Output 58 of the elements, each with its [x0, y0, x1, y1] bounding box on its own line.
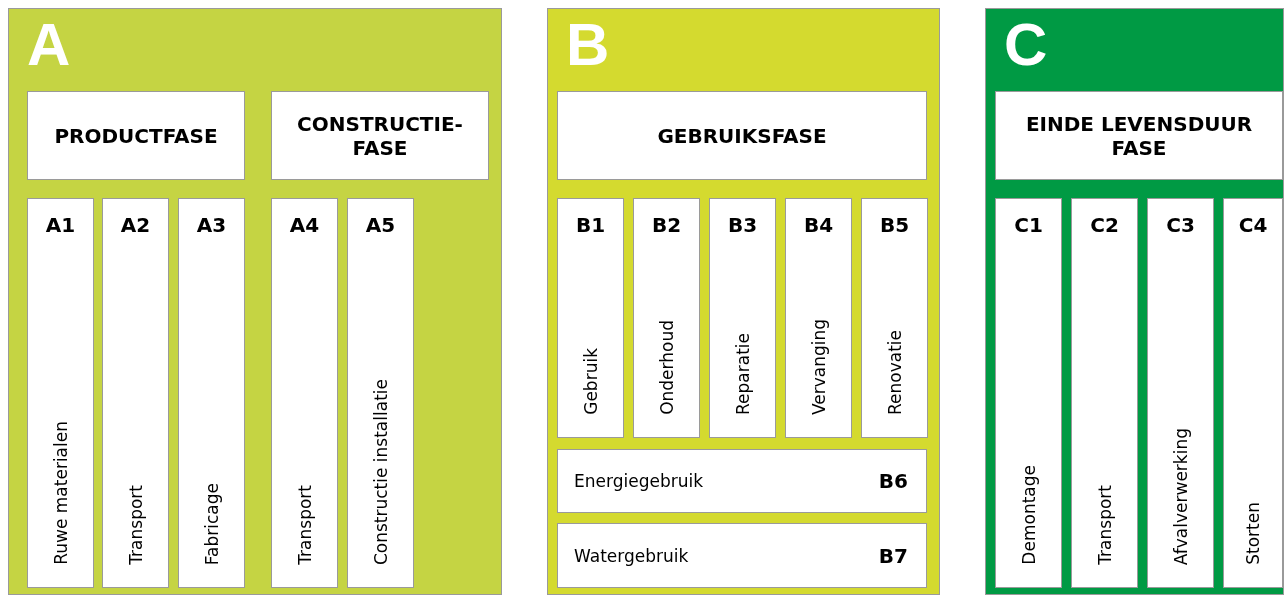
module-card	[557, 198, 624, 438]
module-code: B3	[726, 213, 759, 237]
phase-header: GEBRUIKSFASE	[557, 91, 927, 180]
stage-letter: A	[27, 15, 71, 75]
module-name: Afvalverwerking	[1170, 427, 1191, 565]
module-name: Energiegebruik	[574, 471, 703, 491]
module-code: B7	[878, 543, 908, 568]
module-name: Renovatie	[884, 330, 905, 415]
module-card	[27, 198, 94, 588]
stage-panel	[547, 8, 940, 595]
module-name: Onderhoud	[656, 320, 677, 415]
module-name: Storten	[1243, 502, 1263, 565]
stage-letter: B	[566, 15, 610, 75]
module-card	[271, 198, 338, 588]
phase-header: PRODUCTFASE	[27, 91, 245, 180]
module-card	[785, 198, 852, 438]
module-name: Ruwe materialen	[50, 421, 71, 565]
module-card	[178, 198, 245, 588]
module-code: C1	[1013, 213, 1044, 237]
module-name: Gebruik	[580, 348, 601, 415]
module-code: B2	[650, 213, 683, 237]
module-code: A4	[288, 213, 321, 237]
module-name: Transport	[125, 485, 146, 565]
module-code: B1	[574, 213, 607, 237]
module-card	[633, 198, 700, 438]
module-card	[861, 198, 928, 438]
phase-header: CONSTRUCTIE- FASE	[271, 91, 489, 180]
phase-header: EINDE LEVENSDUUR FASE	[995, 91, 1283, 180]
stage-panel	[985, 8, 1284, 595]
module-code: C4	[1237, 213, 1269, 237]
module-name: Reparatie	[732, 333, 753, 415]
module-code: C2	[1089, 213, 1120, 237]
module-card	[557, 523, 927, 588]
module-card	[557, 449, 927, 513]
stage-panel	[8, 8, 502, 595]
module-card	[709, 198, 776, 438]
module-code: A5	[364, 213, 397, 237]
module-code: C3	[1165, 213, 1196, 237]
stage-letter: C	[1004, 15, 1048, 75]
module-code: B4	[802, 213, 835, 237]
module-card	[102, 198, 169, 588]
module-name: Demontage	[1018, 465, 1039, 565]
module-name: Watergebruik	[574, 545, 689, 566]
module-code: A3	[195, 213, 228, 237]
module-name: Transport	[1094, 485, 1115, 565]
module-code: B5	[878, 213, 911, 237]
module-code: B6	[878, 469, 908, 493]
module-card	[995, 198, 1062, 588]
module-code: A2	[119, 213, 152, 237]
module-code: A1	[44, 213, 77, 237]
module-card	[1147, 198, 1214, 588]
module-name: Vervanging	[808, 318, 829, 415]
module-card	[1071, 198, 1138, 588]
module-card	[1223, 198, 1283, 588]
module-card	[347, 198, 414, 588]
module-name: Constructie installatie	[370, 378, 391, 565]
module-name: Fabricage	[201, 482, 222, 565]
module-name: Transport	[294, 485, 315, 565]
